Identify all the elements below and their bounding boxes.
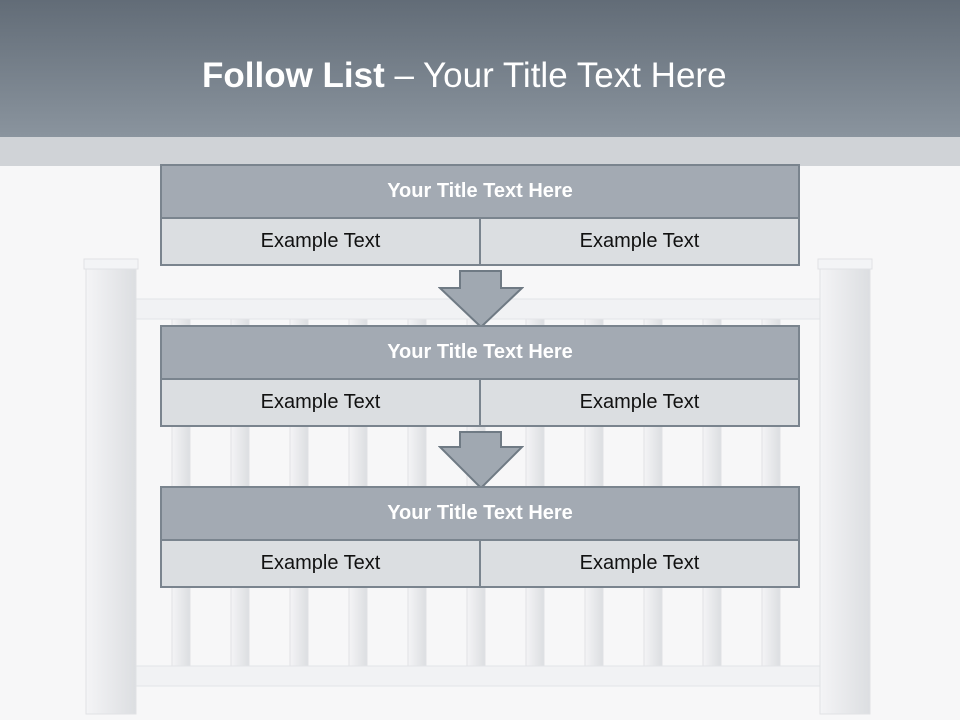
block-cell-left: Example Text bbox=[160, 539, 481, 588]
slide-title-rest: – Your Title Text Here bbox=[384, 56, 727, 95]
block-cell-left: Example Text bbox=[160, 378, 481, 427]
block-row: Example Text Example Text bbox=[160, 217, 800, 266]
header-bar bbox=[0, 0, 960, 137]
list-block-3: Your Title Text Here Example Text Exampl… bbox=[160, 486, 800, 588]
list-block-2: Your Title Text Here Example Text Exampl… bbox=[160, 325, 800, 427]
slide-title: Follow List – Your Title Text Here bbox=[202, 56, 727, 96]
list-block-1: Your Title Text Here Example Text Exampl… bbox=[160, 164, 800, 266]
block-title: Your Title Text Here bbox=[160, 164, 800, 219]
block-row: Example Text Example Text bbox=[160, 539, 800, 588]
down-arrow-icon bbox=[438, 431, 524, 490]
slide-title-bold: Follow List bbox=[202, 56, 385, 95]
block-title: Your Title Text Here bbox=[160, 325, 800, 380]
block-title: Your Title Text Here bbox=[160, 486, 800, 541]
block-row: Example Text Example Text bbox=[160, 378, 800, 427]
header-subband bbox=[0, 137, 960, 166]
block-cell-left: Example Text bbox=[160, 217, 481, 266]
down-arrow-icon bbox=[438, 270, 524, 329]
block-cell-right: Example Text bbox=[479, 539, 800, 588]
block-cell-right: Example Text bbox=[479, 217, 800, 266]
block-cell-right: Example Text bbox=[479, 378, 800, 427]
